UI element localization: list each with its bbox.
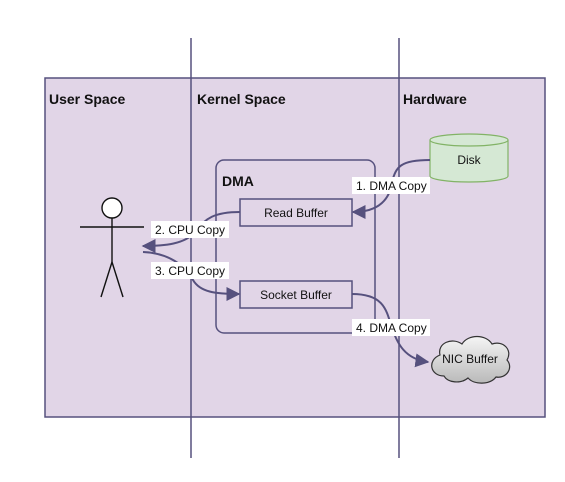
lane-title-hardware: Hardware [403,91,467,107]
edge-label-3: 3. CPU Copy [155,264,225,278]
edge-label-1: 1. DMA Copy [356,179,427,193]
nic-buffer-label: NIC Buffer [442,352,498,366]
socket-buffer-node: Socket Buffer [239,280,353,309]
dma-group-title: DMA [222,173,254,189]
read-buffer-label: Read Buffer [264,206,328,220]
edge-label-4: 4. DMA Copy [356,321,427,335]
nic-buffer-node: NIC Buffer [431,335,511,384]
disk-node: Disk [429,133,509,183]
socket-buffer-label: Socket Buffer [260,288,332,302]
cloud-icon [431,335,511,384]
edge-label-2: 2. CPU Copy [155,223,225,237]
lane-title-kernel-space: Kernel Space [197,91,286,107]
lane-title-user-space: User Space [49,91,125,107]
disk-label: Disk [457,153,481,167]
actor-user-icon [80,197,144,298]
edge-user-to-socket-buffer [142,251,241,301]
dma-group [215,159,376,334]
read-buffer-node: Read Buffer [239,198,353,227]
